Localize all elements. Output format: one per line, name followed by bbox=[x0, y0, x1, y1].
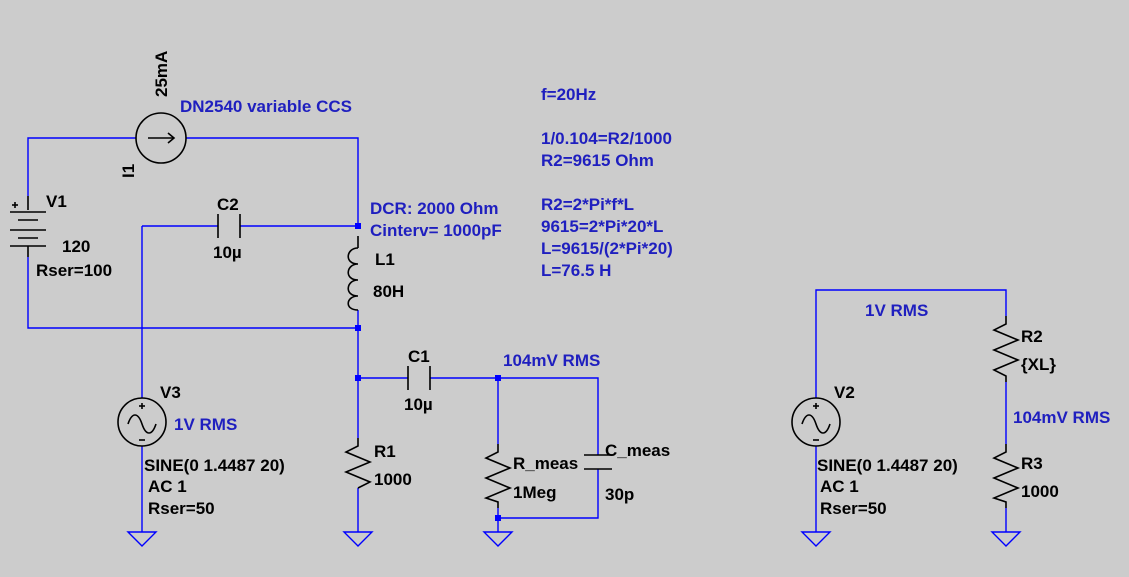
i1-value-label: 25mA bbox=[152, 51, 171, 97]
v2-ac-label: AC 1 bbox=[820, 477, 859, 496]
junction-dot bbox=[495, 515, 501, 521]
i1-name-label: I1 bbox=[119, 164, 138, 178]
v2-name-label: V2 bbox=[834, 383, 855, 402]
sine-source-v2[interactable] bbox=[791, 397, 841, 447]
ground-icon bbox=[800, 531, 832, 547]
resistor-r-meas[interactable] bbox=[483, 444, 513, 508]
v1-name-label: V1 bbox=[46, 192, 67, 211]
r1-name-label: R1 bbox=[374, 442, 396, 461]
junction-dot bbox=[355, 325, 361, 331]
junction-dot bbox=[355, 223, 361, 229]
ccs-annotation: DN2540 variable CCS bbox=[180, 97, 352, 116]
l1-value-label: 80H bbox=[373, 282, 404, 301]
v2-rms-annotation: 1V RMS bbox=[865, 301, 928, 320]
v3-source-label: SINE(0 1.4487 20) bbox=[144, 456, 285, 475]
calc-line: L=76.5 H bbox=[541, 261, 611, 280]
c2-name-label: C2 bbox=[217, 195, 239, 214]
r-meas-value-label: 1Meg bbox=[513, 483, 556, 502]
r2-name-label: R2 bbox=[1021, 327, 1043, 346]
dcr-annotation: DCR: 2000 Ohm bbox=[370, 199, 498, 218]
meas-rms-annotation: 104mV RMS bbox=[503, 351, 600, 370]
c2-value-label: 10µ bbox=[213, 243, 242, 262]
junction-dot bbox=[495, 375, 501, 381]
r3-rms-annotation: 104mV RMS bbox=[1013, 408, 1110, 427]
calc-line: 1/0.104=R2/1000 bbox=[541, 129, 672, 148]
calc-line: 9615=2*Pi*20*L bbox=[541, 217, 663, 236]
inductor-l1[interactable] bbox=[347, 236, 359, 311]
r-meas-name-label: R_meas bbox=[513, 454, 578, 473]
r2-value-label: {XL} bbox=[1021, 355, 1056, 374]
v2-source-label: SINE(0 1.4487 20) bbox=[817, 456, 958, 475]
v1-rser-label: Rser=100 bbox=[36, 261, 112, 280]
v2-rser-label: Rser=50 bbox=[820, 499, 887, 518]
l1-name-label: L1 bbox=[375, 250, 395, 269]
v3-ac-label: AC 1 bbox=[148, 477, 187, 496]
capacitor-c-meas[interactable] bbox=[584, 454, 612, 470]
resistor-r2[interactable] bbox=[991, 316, 1021, 382]
calc-line: L=9615/(2*Pi*20) bbox=[541, 239, 673, 258]
calc-line: f=20Hz bbox=[541, 85, 596, 104]
cinterv-annotation: Cinterv= 1000pF bbox=[370, 221, 502, 240]
capacitor-c2[interactable] bbox=[217, 214, 241, 238]
resistor-r3[interactable] bbox=[991, 444, 1021, 508]
v1-value-label: 120 bbox=[62, 237, 90, 256]
r3-value-label: 1000 bbox=[1021, 482, 1059, 501]
current-source-i1[interactable] bbox=[135, 112, 187, 164]
v3-rser-label: Rser=50 bbox=[148, 499, 215, 518]
calc-line: R2=9615 Ohm bbox=[541, 151, 654, 170]
c-meas-name-label: C_meas bbox=[605, 441, 670, 460]
calc-line: R2=2*Pi*f*L bbox=[541, 195, 634, 214]
c1-value-label: 10µ bbox=[404, 395, 433, 414]
r1-value-label: 1000 bbox=[374, 470, 412, 489]
v3-name-label: V3 bbox=[160, 383, 181, 402]
resistor-r1[interactable] bbox=[343, 438, 373, 489]
r3-name-label: R3 bbox=[1021, 454, 1043, 473]
v3-rms-annotation: 1V RMS bbox=[174, 415, 237, 434]
ground-icon bbox=[990, 531, 1022, 547]
ground-icon bbox=[342, 531, 374, 547]
calculation-block: f=20Hz 1/0.104=R2/1000 R2=9615 Ohm R2=2*… bbox=[541, 85, 673, 280]
sine-source-v3[interactable] bbox=[117, 397, 167, 447]
c-meas-value-label: 30p bbox=[605, 485, 634, 504]
ground-symbols bbox=[126, 531, 1022, 547]
junction-dot bbox=[355, 375, 361, 381]
battery-v1[interactable] bbox=[10, 196, 46, 257]
c1-name-label: C1 bbox=[408, 347, 430, 366]
ground-icon bbox=[126, 531, 158, 547]
ground-icon bbox=[482, 531, 514, 547]
junctions bbox=[355, 223, 501, 521]
capacitor-c1[interactable] bbox=[407, 366, 431, 390]
